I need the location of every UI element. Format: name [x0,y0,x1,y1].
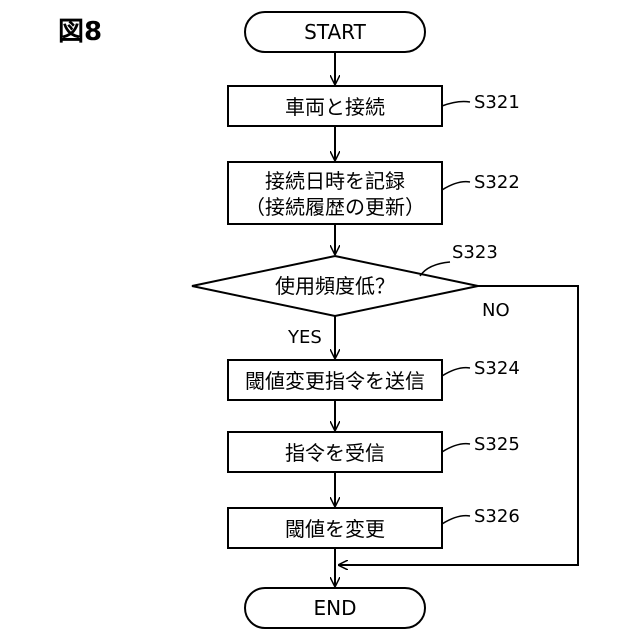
step-s321-leader [442,102,470,107]
step-s326-id: S326 [474,506,520,527]
decision-s323-id: S323 [452,242,498,263]
decision-s323-text: 使用頻度低？ [275,274,395,298]
step-s322-line2: （接続履歴の更新） [245,195,425,219]
yes-label: YES [287,327,322,348]
step-s324-leader [442,368,470,376]
step-s322-id: S322 [474,172,520,193]
step-s325-id: S325 [474,434,520,455]
step-s326-text: 閾値を変更 [285,517,385,541]
step-s326-leader [442,516,470,524]
step-s325-text: 指令を受信 [285,441,385,465]
step-s322-line1: 接続日時を記録 [265,169,405,193]
step-s321-id: S321 [474,92,520,113]
end-label: END [314,596,357,620]
step-s324-id: S324 [474,358,520,379]
no-label: NO [482,300,510,321]
step-s325-leader [442,444,470,452]
figure-label: 図8 [58,17,102,47]
step-s321-text: 車両と接続 [285,95,385,119]
start-label: START [304,20,366,44]
step-s324-text: 閾値変更指令を送信 [245,369,425,393]
step-s322-leader [442,182,470,190]
